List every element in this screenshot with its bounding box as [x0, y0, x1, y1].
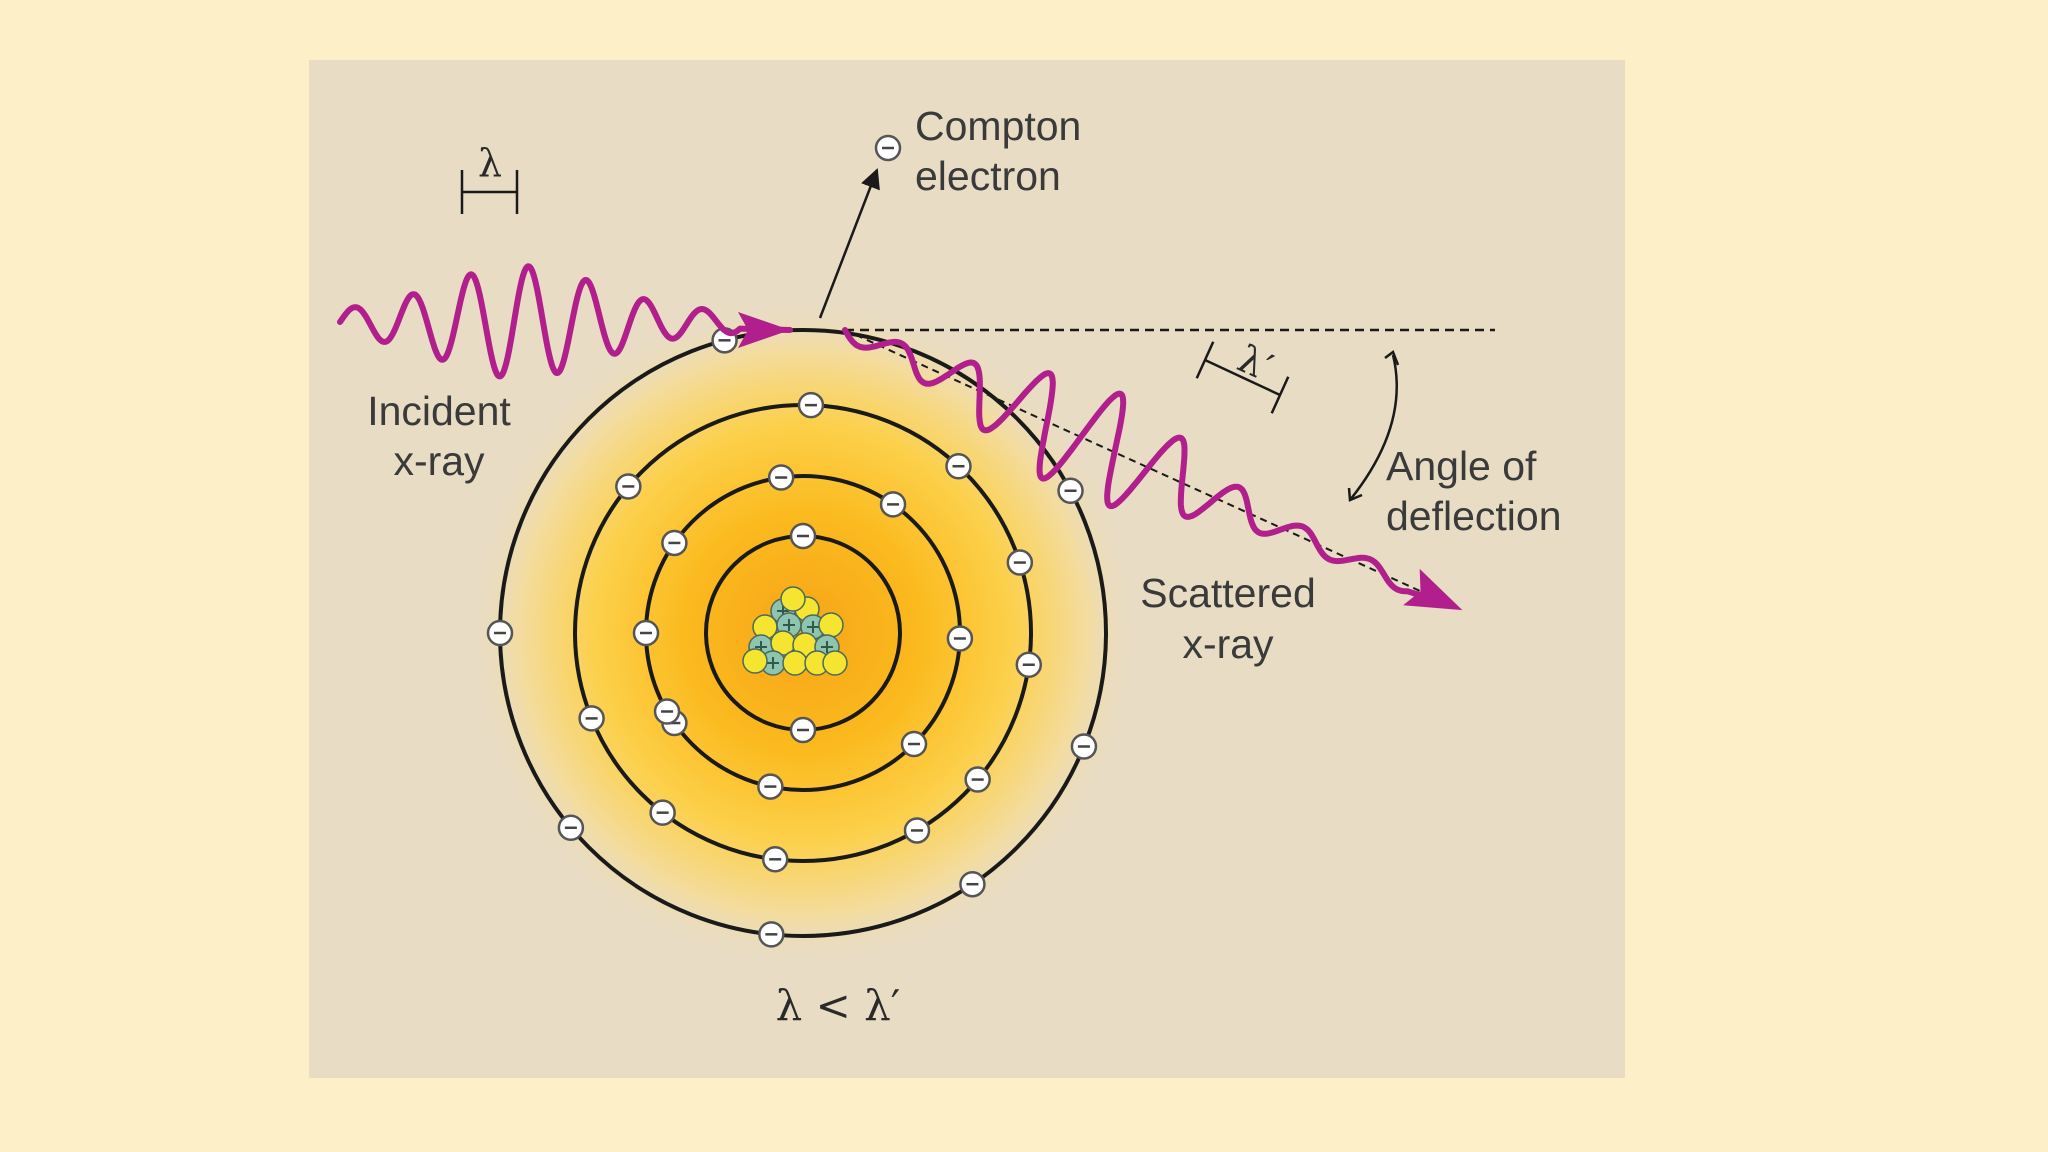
- angle-of-deflection-arc: [1349, 354, 1398, 501]
- compton-electron-track: [818, 168, 880, 319]
- electron: [900, 730, 928, 758]
- electron: [486, 619, 514, 647]
- scattered-x-ray-label-line1: Scattered: [1140, 570, 1316, 616]
- lambda-label: λ: [478, 141, 502, 185]
- electron: [789, 716, 817, 744]
- lambda-prime-bracket: [1195, 341, 1290, 414]
- electron: [757, 773, 784, 800]
- electron: [1015, 651, 1043, 678]
- proton: [742, 648, 768, 674]
- electron: [789, 522, 817, 550]
- wavelength-relation-label: λ < λ′: [776, 981, 901, 1030]
- compton-electron: [874, 134, 902, 162]
- electron: [557, 814, 585, 842]
- electron: [767, 464, 795, 491]
- electron: [1057, 477, 1084, 505]
- electrons: [486, 327, 1098, 948]
- electron: [879, 491, 907, 518]
- electron: [959, 870, 986, 898]
- electron: [578, 705, 605, 732]
- electron: [964, 766, 991, 793]
- electron: [653, 698, 681, 725]
- electron: [903, 817, 931, 844]
- nucleus: [742, 586, 848, 676]
- compton-electron-label-line1: Compton: [915, 103, 1081, 149]
- proton: [782, 650, 808, 676]
- scattered-x-ray-wave: [842, 327, 1449, 606]
- incident-x-ray-label-line2: x-ray: [393, 438, 485, 484]
- electron: [945, 453, 972, 480]
- angle-of-deflection-label-line2: deflection: [1386, 493, 1562, 539]
- proton: [818, 612, 844, 638]
- electron: [661, 529, 688, 557]
- electron: [797, 391, 825, 419]
- lambda-bracket: [460, 170, 519, 214]
- electron: [632, 619, 660, 647]
- scattered-x-ray-label-line2: x-ray: [1182, 621, 1274, 667]
- proton: [780, 586, 806, 612]
- electron: [649, 799, 676, 826]
- incident-x-ray-wave: [337, 263, 793, 380]
- electron: [761, 846, 789, 873]
- compton-electron-label-line2: electron: [915, 153, 1061, 199]
- electron: [946, 625, 974, 652]
- incident-arrowhead: [738, 312, 790, 348]
- electron: [615, 473, 642, 500]
- angle-of-deflection-label-line1: Angle of: [1386, 443, 1537, 489]
- angle-arc-arrowhead-top: [1384, 350, 1400, 366]
- electron: [758, 921, 785, 948]
- electron: [1006, 549, 1034, 576]
- angle-arc-arrowhead-bottom: [1347, 487, 1363, 502]
- scattered-arrowhead: [1403, 568, 1463, 611]
- compton-electron-symbol: [874, 134, 902, 162]
- incident-x-ray-label-line1: Incident: [367, 388, 511, 434]
- proton: [822, 650, 848, 676]
- electron: [1070, 733, 1098, 760]
